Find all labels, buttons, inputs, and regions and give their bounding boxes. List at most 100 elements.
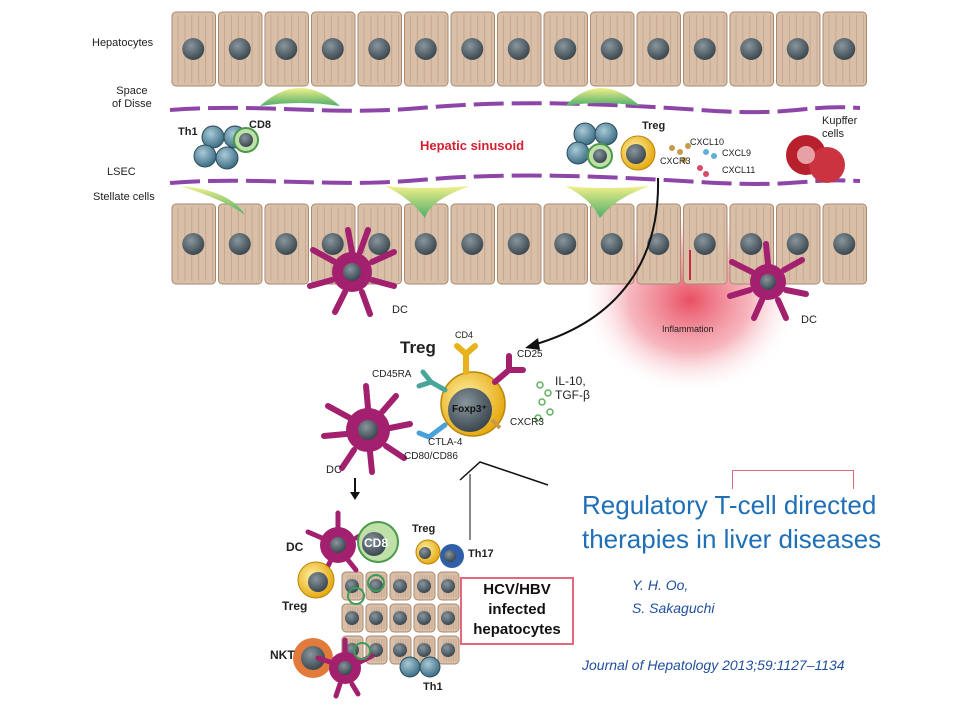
label-cxcr3-top: CXCR3 [660, 156, 691, 166]
label-space-of-disse: Space of Disse [112, 85, 152, 110]
hepatocyte-nucleus [507, 38, 530, 60]
th1-cd8-cluster [193, 125, 259, 170]
hepatocyte-nucleus [369, 643, 383, 657]
infected-hepatocyte-cluster [341, 571, 460, 665]
hepatocyte-nucleus [441, 579, 455, 593]
label-ctla4: CTLA-4 [428, 437, 463, 448]
hepatocyte-nucleus [600, 233, 623, 255]
hepatocyte-nucleus [647, 38, 670, 60]
hepatocyte-nucleus [786, 38, 809, 60]
hepatocyte-nucleus [507, 233, 530, 255]
stellate-cells [180, 88, 650, 218]
cluster-immune-cells [293, 510, 464, 699]
label-cluster-cd8: CD8 [364, 536, 389, 550]
label-treg-detail: Treg [400, 338, 436, 357]
treg-detail-cell [416, 343, 526, 440]
infected-hepatocytes-box [460, 577, 574, 645]
hepatocyte-nucleus [275, 233, 298, 255]
label-dc-right: DC [801, 314, 817, 326]
label-kupffer-cells: Kupffer cells [822, 115, 858, 140]
hepatocyte-nucleus [345, 611, 359, 625]
label-cluster-treg-right: Treg [412, 523, 436, 535]
paper-title: Regulatory T-cell directed therapies in … [582, 490, 882, 554]
inset-connector [459, 461, 549, 486]
hepatocyte-nucleus [368, 233, 391, 255]
label-th1-top: Th1 [178, 126, 198, 138]
label-foxp3: Foxp3⁺ [452, 404, 487, 415]
hepatocyte-nucleus [414, 38, 437, 60]
label-lsec: LSEC [107, 166, 136, 178]
label-cd80-cd86: CD80/CD86 [404, 451, 458, 462]
label-hepatic-sinusoid: Hepatic sinusoid [420, 138, 525, 153]
label-cluster-dc: DC [286, 540, 304, 554]
hepatocyte-nucleus [740, 38, 763, 60]
hepatocyte-nucleus [345, 579, 359, 593]
label-stellate-cells: Stellate cells [93, 191, 155, 203]
hepatocyte-nucleus [393, 579, 407, 593]
lsec-layer-bottom [169, 173, 861, 186]
label-cxcl10: CXCL10 [690, 137, 725, 147]
kupffer-cells [786, 135, 845, 183]
dc-detail-cell [321, 383, 413, 475]
label-cxcl11: CXCL11 [722, 165, 756, 175]
dc-cell-left [307, 227, 397, 317]
hepatocyte-nucleus [321, 233, 344, 255]
lsec-layer-top [169, 101, 861, 115]
decorative-outline-box [732, 470, 854, 489]
label-cd45ra: CD45RA [372, 369, 412, 380]
hepatocyte-nucleus [833, 38, 856, 60]
paper-authors: Y. H. Oo, S. Sakaguchi [632, 574, 715, 620]
hepatocyte-nucleus [441, 643, 455, 657]
hepatocyte-nucleus [228, 38, 251, 60]
label-cxcr3-detail: CXCR3 [510, 417, 544, 428]
hepatocyte-nucleus [393, 611, 407, 625]
hepatocyte-nucleus [461, 233, 484, 255]
hepatocyte-nucleus [600, 38, 623, 60]
label-cluster-treg-left: Treg [282, 599, 308, 613]
hepatocyte-row-top [171, 11, 867, 87]
hepatocyte-nucleus [393, 643, 407, 657]
hepatocyte-nucleus [368, 38, 391, 60]
paper-journal: Journal of Hepatology 2013;59:1127–1134 [582, 657, 845, 673]
label-hepatocytes: Hepatocytes [92, 37, 154, 49]
label-cluster-nkt: NKT [270, 648, 295, 662]
hepatocyte-nucleus [554, 233, 577, 255]
hepatocyte-nucleus [417, 579, 431, 593]
hepatocyte-nucleus [369, 611, 383, 625]
author-1: Y. H. Oo, [632, 577, 689, 593]
hepatocyte-nucleus [740, 233, 763, 255]
hepatocyte-nucleus [417, 643, 431, 657]
label-cluster-th1: Th1 [423, 681, 443, 693]
author-2: S. Sakaguchi [632, 600, 715, 616]
hepatocyte-nucleus [647, 233, 670, 255]
hepatocyte-nucleus [786, 233, 809, 255]
hepatocyte-nucleus [228, 233, 251, 255]
label-cd8-top: CD8 [249, 119, 272, 131]
label-cd25: CD25 [517, 349, 543, 360]
label-infected-hepatocytes: HCV/HBV infected hepatocytes [473, 581, 561, 638]
label-inflammation: Inflammation [662, 324, 714, 334]
hepatocyte-nucleus [554, 38, 577, 60]
arrow-to-treg-detail [532, 177, 660, 346]
hepatocyte-nucleus [275, 38, 298, 60]
dc-cell-right [727, 241, 809, 321]
hepatocyte-nucleus [441, 611, 455, 625]
hepatocyte-row-bottom [171, 203, 867, 285]
hepatocyte-nucleus [833, 233, 856, 255]
hepatocyte-nucleus [417, 611, 431, 625]
hepatocyte-nucleus [414, 233, 437, 255]
label-treg-top: Treg [642, 120, 666, 132]
hepatocyte-nucleus [321, 38, 344, 60]
label-cd4: CD4 [455, 330, 474, 340]
cytokine-dots [534, 381, 554, 422]
label-dc-detail: DC [326, 464, 342, 476]
chemokines [669, 143, 717, 177]
hepatocyte-nucleus [693, 38, 716, 60]
sinusoid-treg-cluster [566, 122, 656, 171]
hepatocyte-nucleus [693, 233, 716, 255]
label-cluster-th17: Th17 [468, 548, 494, 560]
label-dc-left: DC [392, 304, 408, 316]
hepatocyte-nucleus [182, 233, 205, 255]
hepatocyte-nucleus [461, 38, 484, 60]
